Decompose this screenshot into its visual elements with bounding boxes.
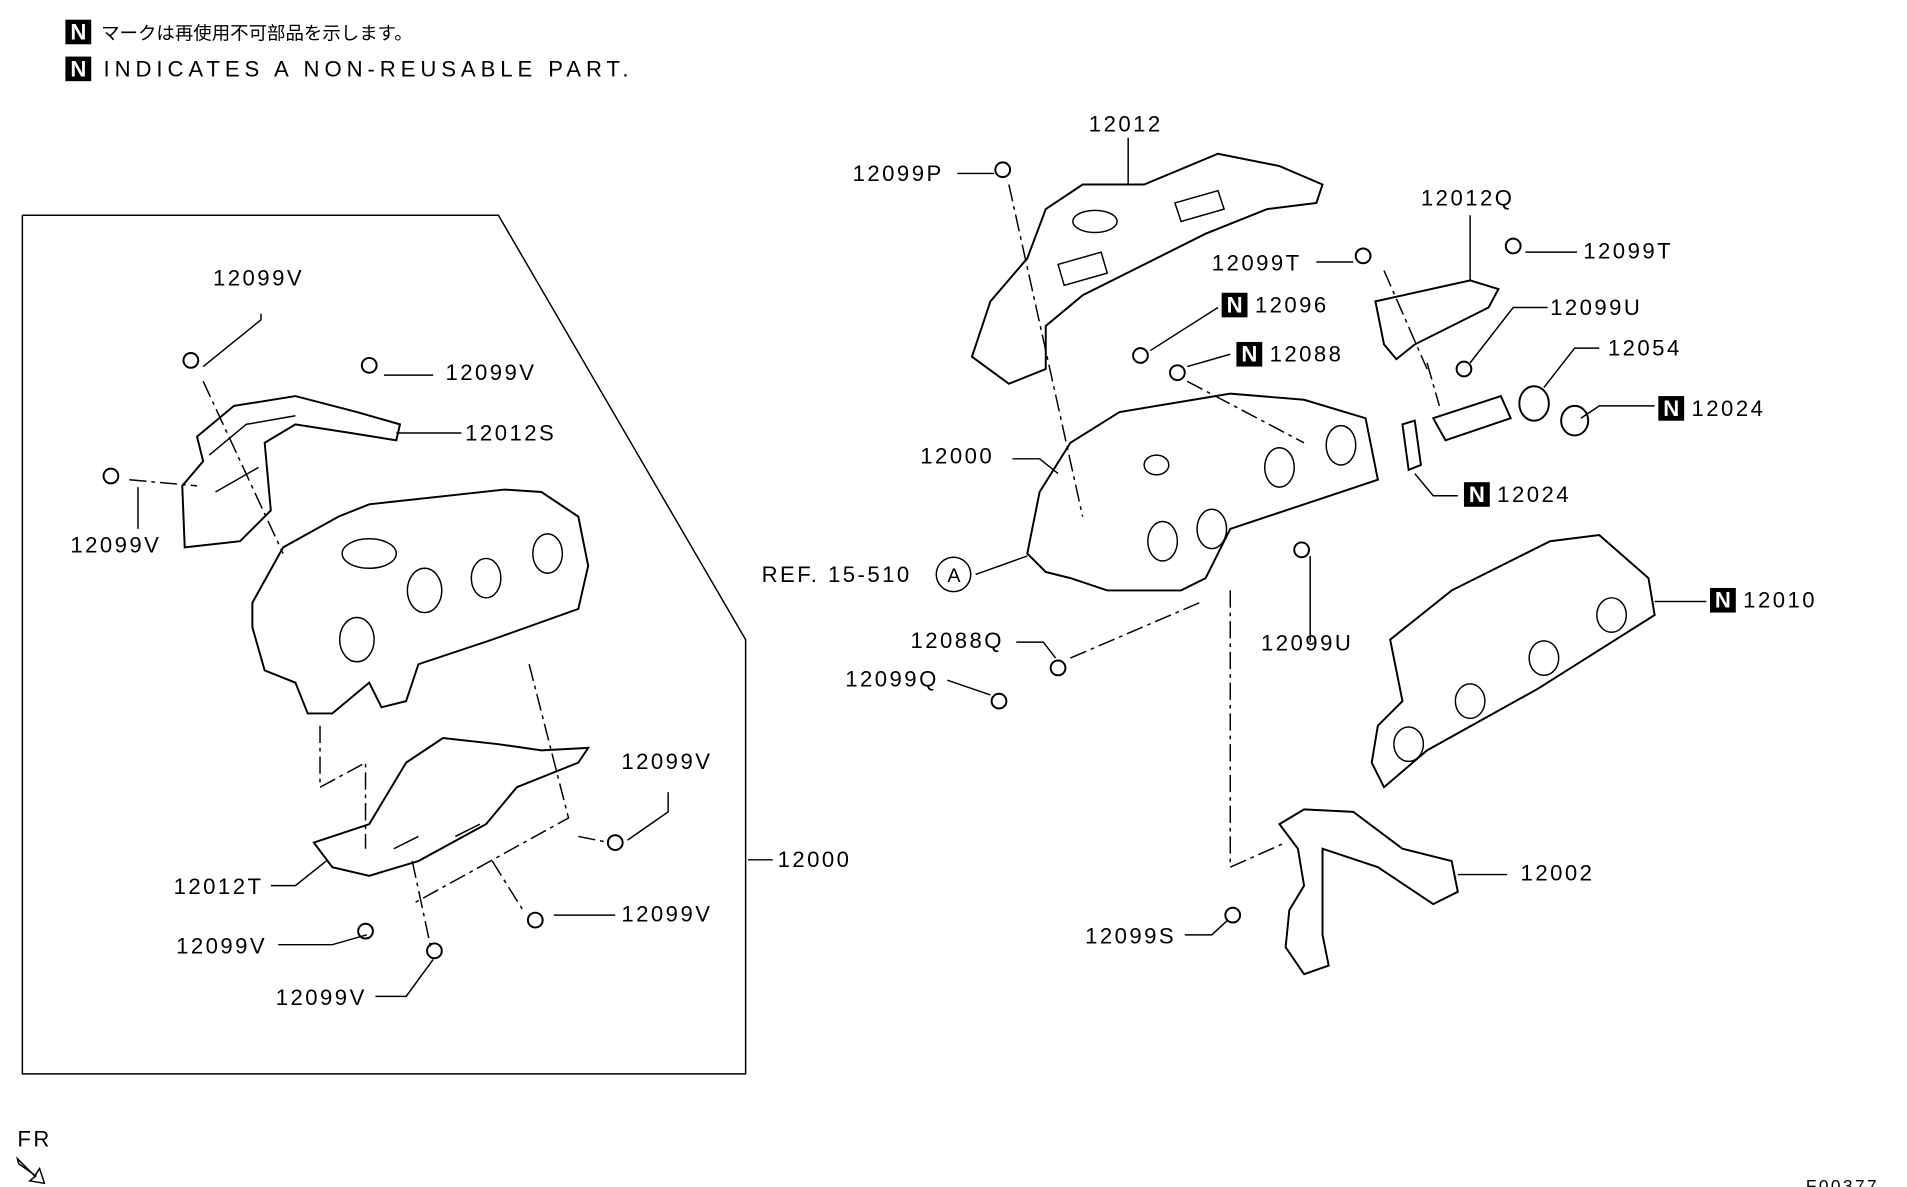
part-number: 12012S bbox=[465, 420, 556, 445]
non-reusable-badge bbox=[1658, 396, 1685, 421]
svg-text:N: N bbox=[1715, 588, 1731, 613]
part-number: 12099S bbox=[1085, 923, 1176, 948]
assembly-frame bbox=[21, 214, 747, 1075]
callout-12002[interactable]: 12002 bbox=[1521, 861, 1595, 886]
part-number: 12099U bbox=[1261, 631, 1353, 656]
svg-text:N: N bbox=[1469, 482, 1485, 507]
part-number: 12099V bbox=[176, 933, 267, 958]
svg-text:N: N bbox=[70, 56, 86, 81]
non-reusable-badge bbox=[1709, 587, 1736, 613]
svg-text:A: A bbox=[947, 565, 961, 587]
callout-12099u[interactable]: 12099U bbox=[1261, 631, 1353, 656]
callout-12000[interactable]: 12000 bbox=[778, 847, 852, 872]
callout-12088q[interactable]: 12088Q bbox=[910, 628, 1004, 653]
reference-text: REF. 15-510 bbox=[762, 562, 912, 587]
callout-12012s[interactable]: 12012S bbox=[465, 420, 556, 445]
part-number: 12099V bbox=[276, 985, 367, 1010]
part-number: 12012 bbox=[1089, 112, 1163, 137]
callout-12012[interactable]: 12012 bbox=[1089, 112, 1163, 137]
part-number: 12012T bbox=[174, 874, 264, 899]
part-number: 12099P bbox=[853, 161, 944, 186]
legend-japanese-text: マークは再使用不可部品を示します。 bbox=[101, 22, 413, 43]
upper-heat-insulator-12012 bbox=[970, 152, 1324, 385]
non-reusable-badge bbox=[1236, 341, 1263, 367]
part-number: 12000 bbox=[920, 444, 994, 469]
part-number: 12096 bbox=[1255, 292, 1329, 317]
callout-12012q[interactable]: 12012Q bbox=[1421, 185, 1515, 210]
pipe-12054 bbox=[1401, 385, 1590, 472]
non-reusable-badge bbox=[65, 19, 92, 45]
callout-12099v[interactable]: 12099V bbox=[276, 985, 367, 1010]
callout-12099q[interactable]: 12099Q bbox=[845, 666, 939, 691]
part-number: 12099V bbox=[621, 901, 712, 926]
part-number: 12099U bbox=[1550, 295, 1642, 320]
callout-12099u[interactable]: 12099U bbox=[1550, 295, 1642, 320]
part-number: 12099V bbox=[445, 360, 536, 385]
reference-circle bbox=[935, 556, 972, 593]
callout-12000[interactable]: 12000 bbox=[920, 444, 994, 469]
callout-12096[interactable]: N 12096 bbox=[1221, 292, 1329, 318]
part-callouts: 12099V 12099V 12012S 12099V 12099V 12000 12012… bbox=[70, 112, 1817, 1010]
callout-12024[interactable]: N 12024 bbox=[1658, 396, 1765, 421]
callout-12099v[interactable]: 12099V bbox=[445, 360, 536, 385]
callout-12088[interactable]: N 12088 bbox=[1236, 342, 1343, 367]
bracket-12002 bbox=[1278, 808, 1459, 976]
callout-12099v[interactable]: 12099V bbox=[70, 532, 161, 557]
svg-text:N: N bbox=[70, 19, 86, 44]
part-number: 12024 bbox=[1692, 396, 1766, 421]
callout-12099v[interactable]: 12099V bbox=[621, 749, 712, 774]
part-number: 12010 bbox=[1743, 588, 1817, 613]
part-number: 12099T bbox=[1583, 238, 1673, 263]
legend-english: N INDICATES A NON-REUSABLE PART. bbox=[65, 56, 634, 82]
reference-callout[interactable]: REF. 15-510 A bbox=[762, 556, 972, 593]
svg-text:N: N bbox=[1663, 396, 1679, 421]
non-reusable-badge bbox=[65, 56, 92, 82]
non-reusable-badge bbox=[1221, 292, 1248, 318]
front-direction-indicator: FR bbox=[16, 1126, 51, 1185]
non-reusable-badge bbox=[1463, 482, 1490, 507]
svg-text:N: N bbox=[1227, 292, 1243, 317]
legend-japanese: N マークは再使用不可部品を示します。 bbox=[65, 19, 413, 45]
part-number: 12088 bbox=[1270, 342, 1344, 367]
callout-12054[interactable]: 12054 bbox=[1608, 335, 1682, 360]
part-number: 12099V bbox=[70, 532, 161, 557]
callout-12099s[interactable]: 12099S bbox=[1085, 923, 1176, 948]
legend-english-text: INDICATES A NON-REUSABLE PART. bbox=[104, 56, 634, 81]
exhaust-manifold-12000 bbox=[1026, 392, 1380, 592]
part-number: 12000 bbox=[778, 847, 852, 872]
part-number: 12088Q bbox=[910, 628, 1004, 653]
left-exhaust-manifold bbox=[251, 488, 590, 715]
figure-id: F00377 bbox=[1806, 1176, 1879, 1187]
part-number: 12012Q bbox=[1421, 185, 1515, 210]
callout-12099t[interactable]: 12099T bbox=[1212, 251, 1302, 276]
gasket-12010 bbox=[1370, 534, 1656, 789]
callout-12099p[interactable]: 12099P bbox=[853, 161, 944, 186]
callout-12099v[interactable]: 12099V bbox=[213, 265, 304, 290]
front-arrow-icon bbox=[16, 1156, 46, 1185]
left-upper-heat-insulator bbox=[181, 395, 402, 549]
part-number: 12099Q bbox=[845, 666, 939, 691]
part-number: 12099T bbox=[1212, 251, 1302, 276]
leader-lines bbox=[137, 137, 1707, 998]
part-number: 12024 bbox=[1497, 482, 1571, 507]
part-number: 12054 bbox=[1608, 335, 1682, 360]
callout-12099t[interactable]: 12099T bbox=[1583, 238, 1673, 263]
callout-12099v[interactable]: 12099V bbox=[621, 901, 712, 926]
callout-12010[interactable]: N 12010 bbox=[1709, 587, 1817, 613]
callout-12012t[interactable]: 12012T bbox=[174, 874, 264, 899]
part-number: 12099V bbox=[621, 749, 712, 774]
svg-text:N: N bbox=[1241, 342, 1257, 367]
callout-12099v[interactable]: 12099V bbox=[176, 933, 267, 958]
heat-insulator-12012q bbox=[1374, 279, 1500, 361]
left-bolts bbox=[102, 352, 624, 960]
svg-text:FR: FR bbox=[17, 1126, 51, 1151]
callout-12024[interactable]: N 12024 bbox=[1463, 482, 1571, 507]
part-number: 12002 bbox=[1521, 861, 1595, 886]
left-lower-heat-insulator bbox=[312, 737, 591, 877]
right-bolts-and-nuts bbox=[990, 161, 1522, 924]
part-number: 12099V bbox=[213, 265, 304, 290]
